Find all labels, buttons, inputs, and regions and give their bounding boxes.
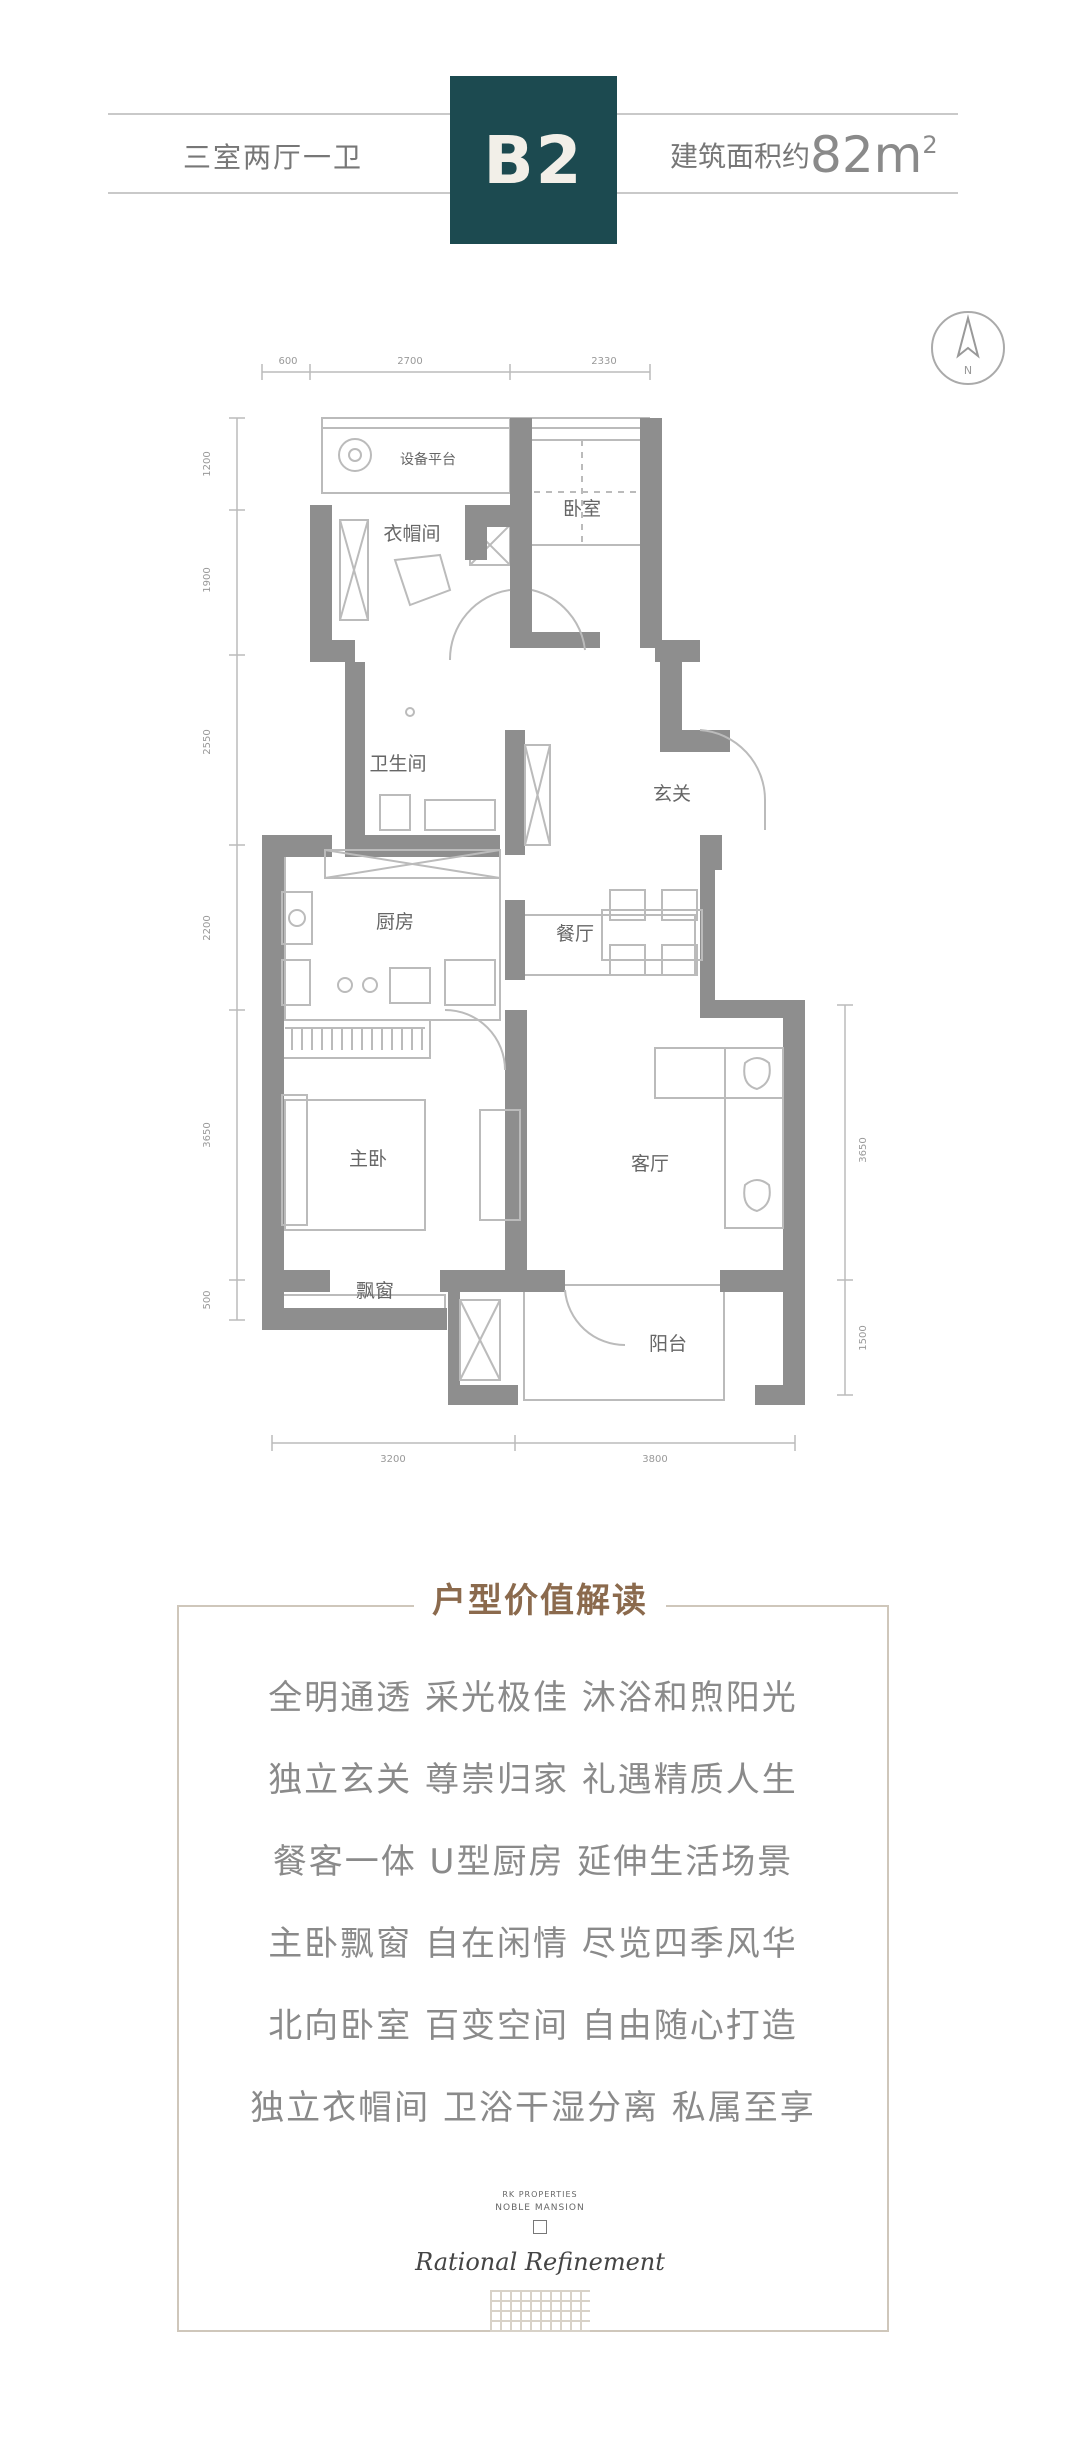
dim-top-3: 2330: [591, 356, 616, 367]
room-master-label: 主卧: [349, 1148, 387, 1170]
dim-bottom-2: 3800: [642, 1454, 667, 1465]
floor-area: 建筑面积约82m2: [670, 126, 938, 184]
feature-1: 全明通透 采光极佳 沐浴和煦阳光: [268, 1678, 798, 1718]
fixtures: [281, 438, 784, 1381]
area-sup: 2: [922, 131, 938, 160]
feature-5: 北向卧室 百变空间 自由随心打造: [268, 2006, 798, 2046]
room-bathroom-label: 卫生间: [369, 753, 426, 775]
room-kitchen-label: 厨房: [376, 911, 414, 933]
window-grille: [285, 1027, 425, 1050]
feature-4: 主卧飘窗 自在闲情 尽览四季风华: [268, 1924, 798, 1964]
room-equipment-label: 设备平台: [400, 451, 456, 468]
value-title: 户型价值解读: [414, 1573, 666, 1622]
brand-company: RK PROPERTIES: [502, 2190, 578, 2199]
dim-top-1: 600: [278, 356, 297, 367]
floor-plan: N 600 2700 2330 1200 1900 2550 2200 3650…: [202, 311, 1005, 1465]
dim-right-2: 1500: [858, 1325, 869, 1350]
room-bay-window-label: 飘窗: [356, 1280, 394, 1302]
feature-3: 餐客一体 U型厨房 延伸生活场景: [272, 1842, 794, 1882]
walls: [262, 418, 805, 1405]
room-living-label: 客厅: [631, 1153, 669, 1175]
room-bedroom-north-label: 卧室: [563, 498, 601, 520]
dim-right-1: 3650: [858, 1137, 869, 1162]
dim-top-2: 2700: [397, 356, 422, 367]
room-cloakroom-label: 衣帽间: [383, 523, 440, 545]
dim-left-5: 3650: [202, 1122, 213, 1147]
room-foyer-label: 玄关: [653, 783, 691, 805]
feature-6: 独立衣帽间 卫浴干湿分离 私属至享: [250, 2088, 816, 2128]
brand-pattern: [490, 2290, 590, 2332]
value-title-row: 户型价值解读: [0, 1573, 1080, 1622]
feature-2: 独立玄关 尊崇归家 礼遇精质人生: [268, 1760, 798, 1800]
dim-left-6: 500: [202, 1290, 213, 1309]
area-prefix: 建筑面积约: [670, 140, 811, 173]
dim-left-4: 2200: [202, 915, 213, 940]
compass-label: N: [964, 364, 972, 377]
dim-left-2: 1900: [202, 567, 213, 592]
room-balcony-label: 阳台: [649, 1333, 687, 1355]
compass-icon: N: [931, 311, 1005, 385]
brand-tagline: Rational Refinement: [415, 2248, 665, 2276]
dim-left-1: 1200: [202, 451, 213, 476]
unit-code: B2: [483, 121, 584, 199]
dim-left-3: 2550: [202, 729, 213, 754]
room-dining-label: 餐厅: [556, 923, 594, 945]
layout-type: 三室两厅一卫: [183, 141, 364, 174]
dimension-labels: 600 2700 2330 1200 1900 2550 2200 3650 5…: [202, 356, 869, 1465]
brand-emblem-icon: [533, 2220, 547, 2234]
area-value: 82m: [810, 126, 923, 184]
door-swings: [444, 589, 767, 1347]
dim-bottom-1: 3200: [380, 1454, 405, 1465]
dimension-lines: [229, 364, 853, 1451]
unit-code-badge: B2: [450, 76, 617, 244]
brand-project: NOBLE MANSION: [495, 2203, 585, 2213]
